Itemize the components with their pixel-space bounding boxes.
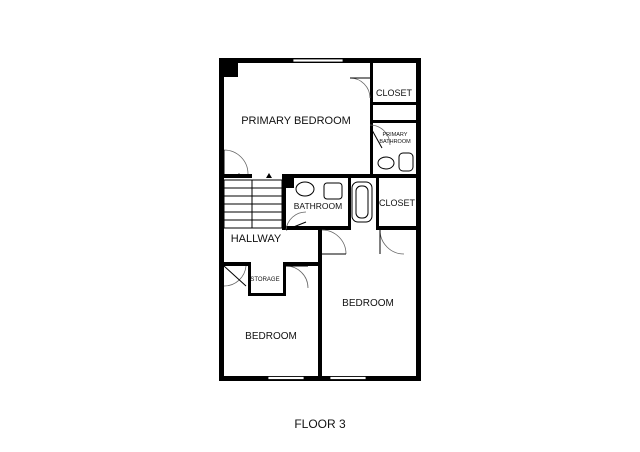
bathroom-fixtures (295, 181, 373, 223)
bathroom-label: BATHROOM (294, 201, 342, 211)
corner-column (224, 63, 238, 77)
toilet-icon (295, 181, 315, 197)
stair-arrow-icon (236, 173, 242, 178)
hallway-label: HALLWAY (231, 233, 282, 245)
primary-bathroom-label-line2: BATHROOM (379, 139, 411, 145)
stair-arrow-icon (266, 173, 272, 178)
primary-bathroom-fixtures (377, 152, 414, 172)
closet-mid-label: CLOSET (379, 198, 416, 208)
sink-icon (323, 182, 343, 200)
closet-top-label: CLOSET (376, 88, 413, 98)
floor-label: FLOOR 3 (294, 417, 346, 431)
windows (267, 58, 367, 380)
doors[interactable] (223, 77, 405, 289)
staircase (223, 179, 283, 229)
storage-label: STORAGE (250, 277, 279, 283)
primary-bedroom-label: PRIMARY BEDROOM (241, 115, 351, 127)
bedroom-right-label: BEDROOM (342, 298, 394, 309)
primary-bathroom-label-line1: PRIMARY (383, 132, 408, 138)
bedroom-left-label: BEDROOM (245, 331, 297, 342)
